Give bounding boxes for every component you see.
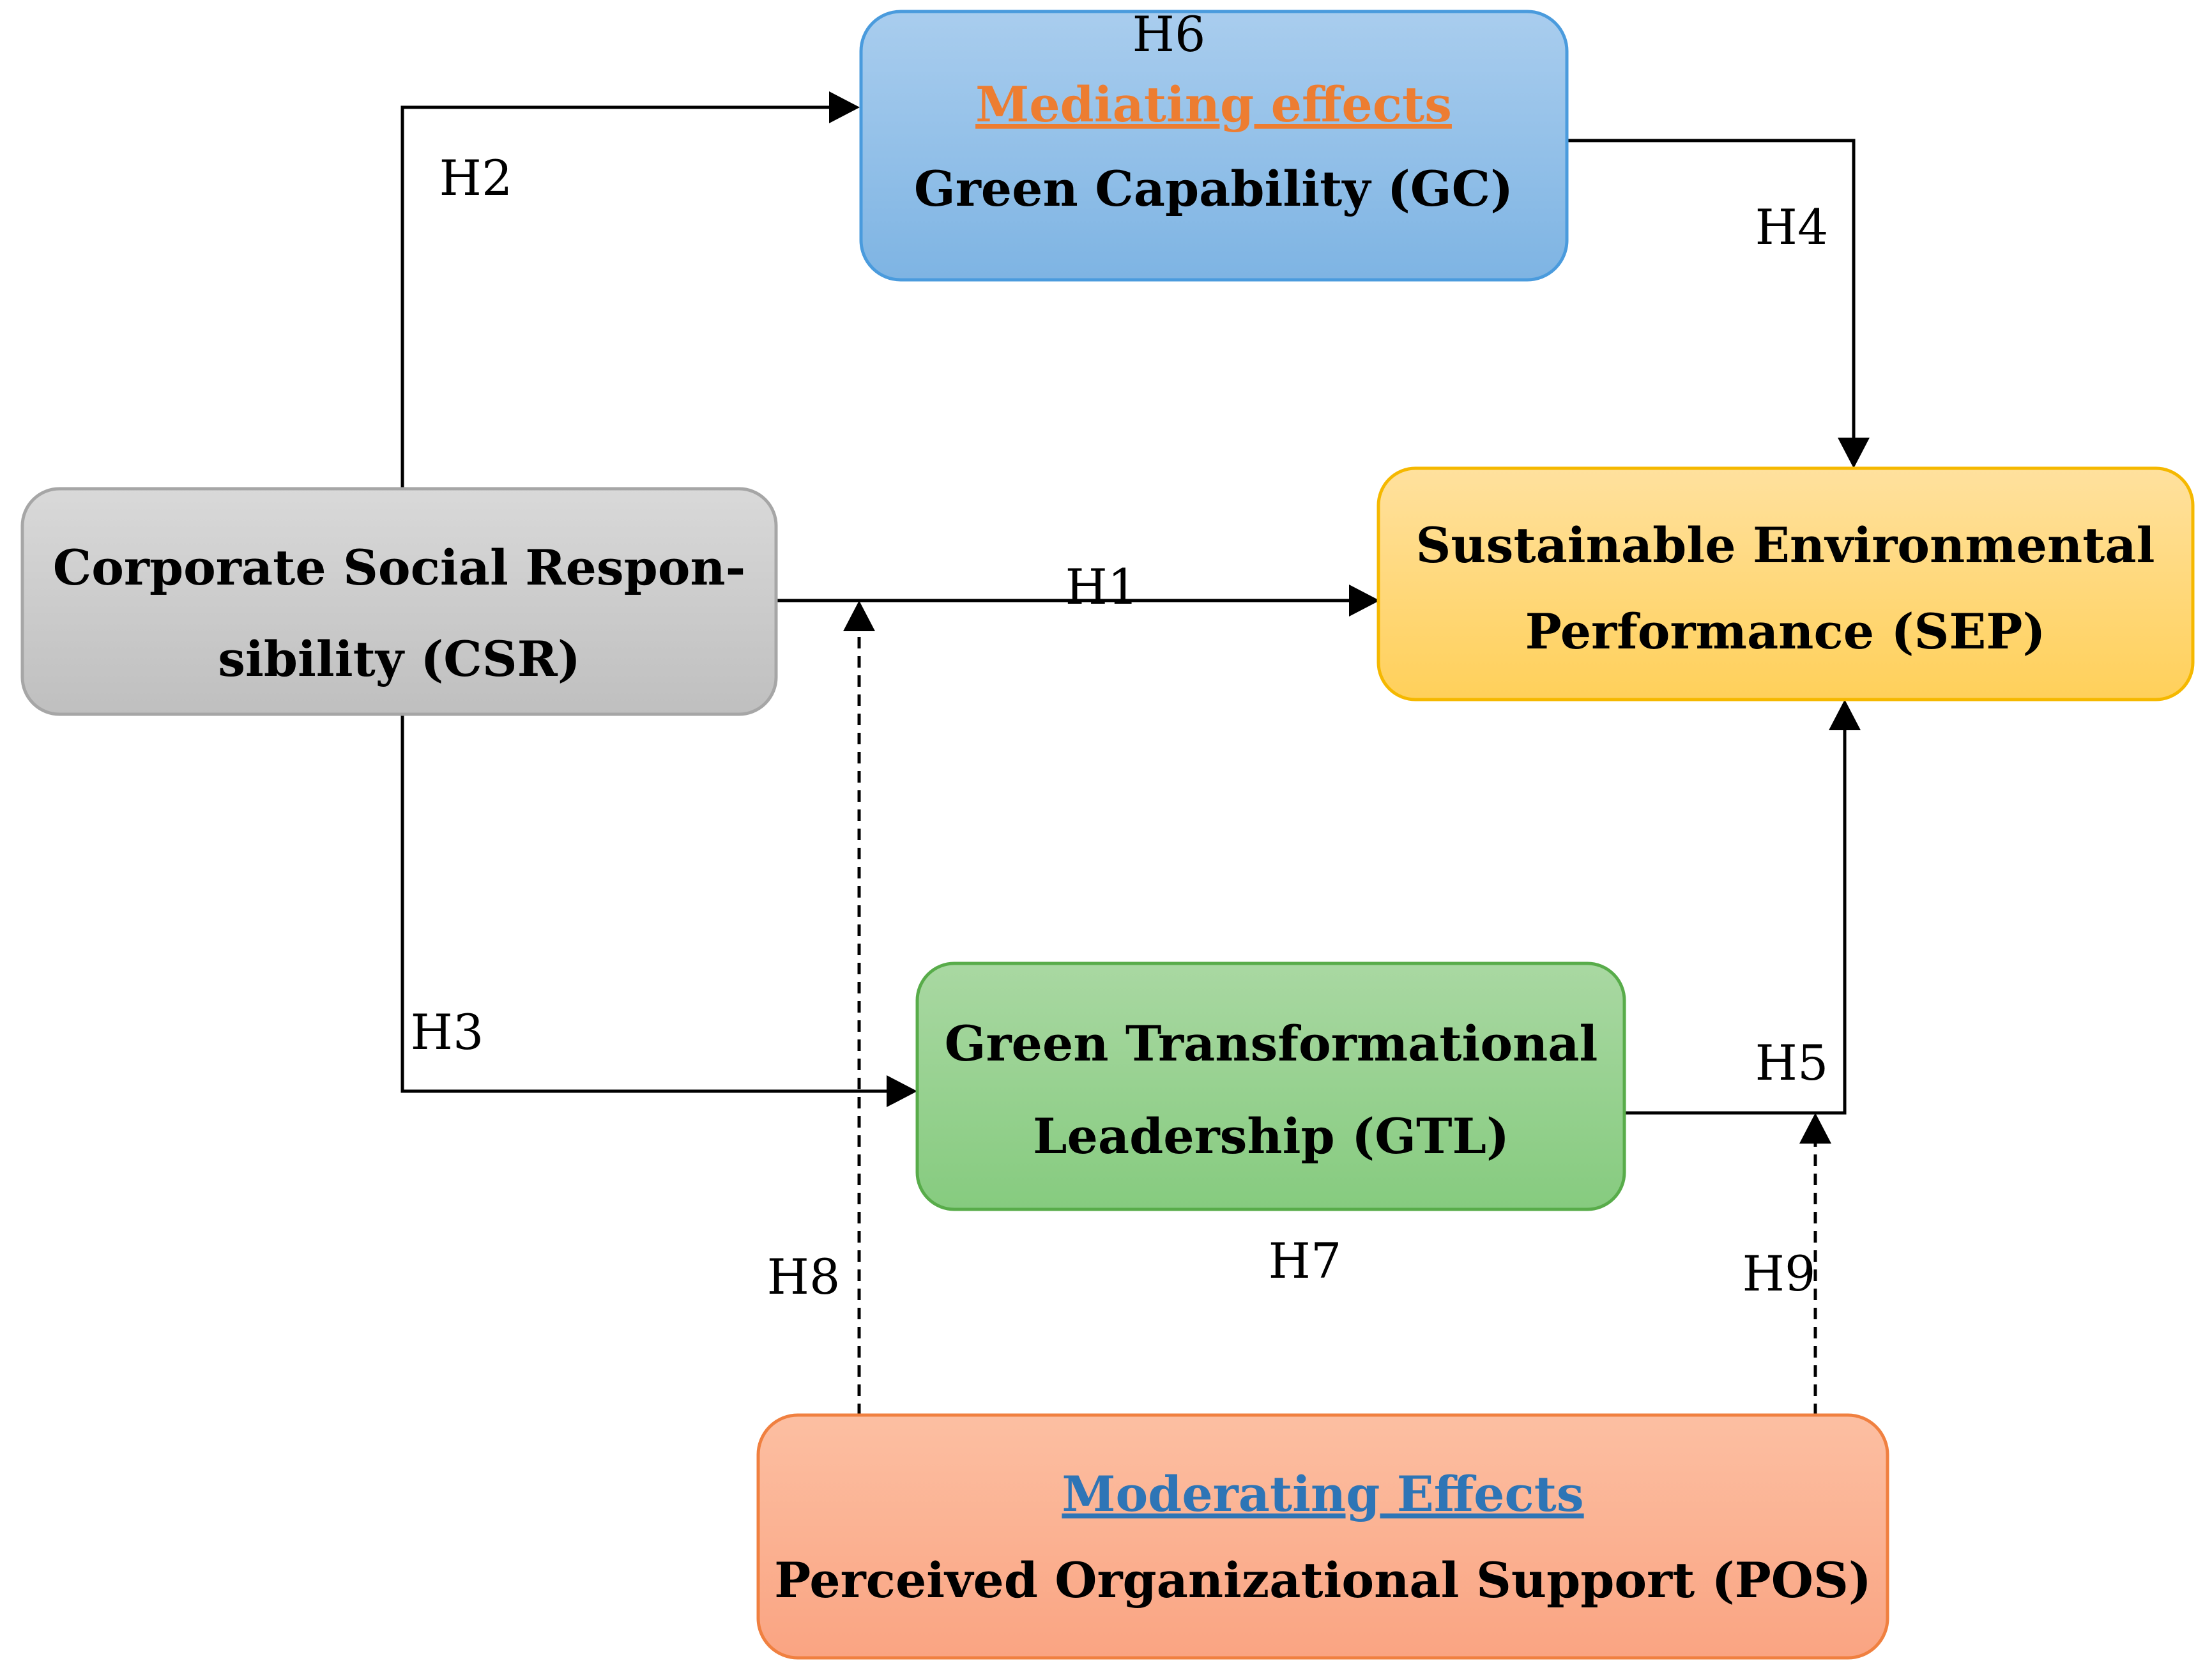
edge-h2-csr-to-gc bbox=[400, 105, 830, 489]
edge-h3-csr-to-gtl bbox=[400, 714, 888, 1093]
sep-label-line1: Sustainable Environmental bbox=[1416, 517, 2155, 574]
csr-label-line2: sibility (CSR) bbox=[218, 631, 581, 687]
arrowhead-h4 bbox=[1838, 438, 1870, 468]
arrowhead-h2 bbox=[829, 91, 860, 123]
label-h3: H3 bbox=[411, 1004, 484, 1061]
label-h5: H5 bbox=[1755, 1034, 1829, 1091]
pos-label: Perceived Organizational Support (POS) bbox=[774, 1552, 1872, 1609]
csr-label-line1: Corporate Social Respon- bbox=[53, 539, 745, 596]
node-pos: Moderating Effects Perceived Organizatio… bbox=[756, 1413, 1889, 1660]
gc-label: Green Capability (GC) bbox=[914, 160, 1513, 217]
label-h4: H4 bbox=[1755, 199, 1829, 256]
gtl-label-line1: Green Transformational bbox=[945, 1015, 1598, 1072]
node-gc: Mediating effects Green Capability (GC) bbox=[859, 10, 1569, 282]
arrowhead-h8 bbox=[843, 601, 875, 631]
arrowhead-h1 bbox=[1349, 585, 1380, 617]
node-csr: Corporate Social Respon- sibility (CSR) bbox=[20, 487, 778, 716]
label-h6: H6 bbox=[1133, 6, 1206, 63]
edge-h5-gtl-to-sep bbox=[1624, 728, 1847, 1115]
node-gtl: Green Transformational Leadership (GTL) bbox=[915, 961, 1626, 1211]
label-h1: H1 bbox=[1065, 558, 1139, 615]
label-h8: H8 bbox=[767, 1248, 841, 1305]
arrowhead-h5 bbox=[1829, 700, 1861, 730]
edge-h4-gc-to-sep bbox=[1567, 139, 1856, 441]
gc-mediating-effects-label: Mediating effects bbox=[975, 76, 1452, 133]
gtl-label-line2: Leadership (GTL) bbox=[1033, 1108, 1509, 1165]
arrowhead-h3 bbox=[887, 1075, 917, 1107]
pos-moderating-effects-label: Moderating Effects bbox=[1062, 1466, 1583, 1522]
node-sep: Sustainable Environmental Performance (S… bbox=[1377, 466, 2195, 701]
label-h7: H7 bbox=[1269, 1232, 1342, 1289]
arrowhead-h9 bbox=[1799, 1113, 1831, 1144]
sep-label-line2: Performance (SEP) bbox=[1525, 603, 2046, 660]
label-h2: H2 bbox=[439, 149, 513, 206]
label-h9: H9 bbox=[1743, 1245, 1816, 1302]
connectors bbox=[400, 91, 1870, 1415]
edge-labels: H1 H2 H3 H4 H5 H6 H7 H8 H9 bbox=[411, 6, 1829, 1305]
